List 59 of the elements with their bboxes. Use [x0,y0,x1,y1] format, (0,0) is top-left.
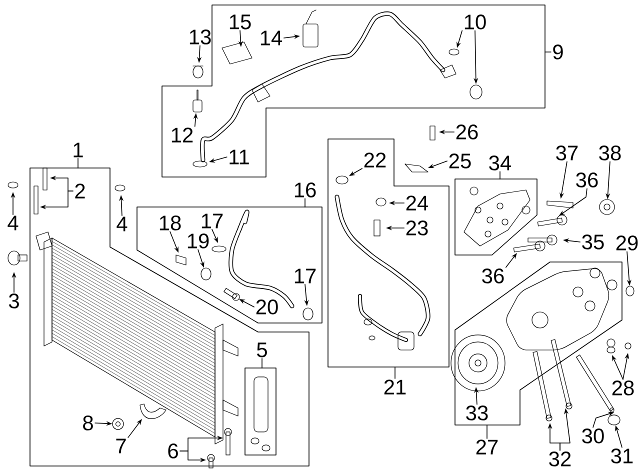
callout-number: 24 [406,196,428,210]
callout-number: 34 [489,156,512,170]
callout-number: 30 [582,428,604,444]
group-outline [244,368,276,456]
callout-number: 38 [599,146,621,160]
callout-number: 5 [257,342,267,358]
callout-number: 14 [260,30,282,46]
callout-number: 1 [74,142,83,158]
sensor [176,254,186,266]
group-outline [454,178,538,256]
callout-number: 27 [476,440,498,454]
callout-number: 13 [190,30,211,44]
callout-number: 10 [464,14,486,30]
callout-number: 4 [8,216,18,230]
callout-number: 37 [556,146,578,160]
callout-number: 17 [202,214,223,228]
callout-number: 36 [482,268,504,284]
bolt [550,339,572,410]
callout-number: 23 [406,220,428,236]
callout-number: 26 [456,124,478,140]
callout-number: 20 [256,300,278,314]
group-outline [136,206,322,324]
group-outline [162,4,546,178]
o-ring [200,268,212,280]
leader-line [394,367,396,379]
leader-line [304,198,306,208]
clip [608,414,620,426]
callout-number: 29 [616,236,638,250]
callout-number: 8 [83,416,93,430]
callout-number: 33 [466,406,488,420]
callout-number: 28 [612,380,634,396]
o-ring [626,286,634,296]
callout-number: 4 [116,216,128,232]
callout-number: 19 [188,234,209,248]
callout-number: 7 [116,438,126,454]
callout-number: 36 [576,172,598,188]
callout-number: 35 [582,234,604,250]
pin [546,200,574,208]
leader-line [486,424,488,439]
bolt [537,214,568,226]
callout-number: 32 [549,452,571,466]
callout-number: 12 [172,128,193,142]
callout-number: 11 [230,150,249,164]
callout-number: 18 [160,216,181,230]
callout-number: 16 [294,182,316,198]
callout-number: 2 [75,184,85,198]
callout-number: 31 [611,448,633,464]
callout-number: 9 [553,44,563,60]
grommet [112,418,124,430]
callout-number: 21 [384,380,406,394]
leader-line [505,253,517,268]
group-outline [328,138,450,368]
callout-number: 3 [8,294,19,308]
callout-number: 17 [294,268,316,284]
callout-number: 22 [364,152,386,168]
callout-number: 15 [230,14,251,30]
nut [599,199,615,215]
callout-number: 6 [168,444,178,458]
callout-number: 25 [449,154,471,168]
